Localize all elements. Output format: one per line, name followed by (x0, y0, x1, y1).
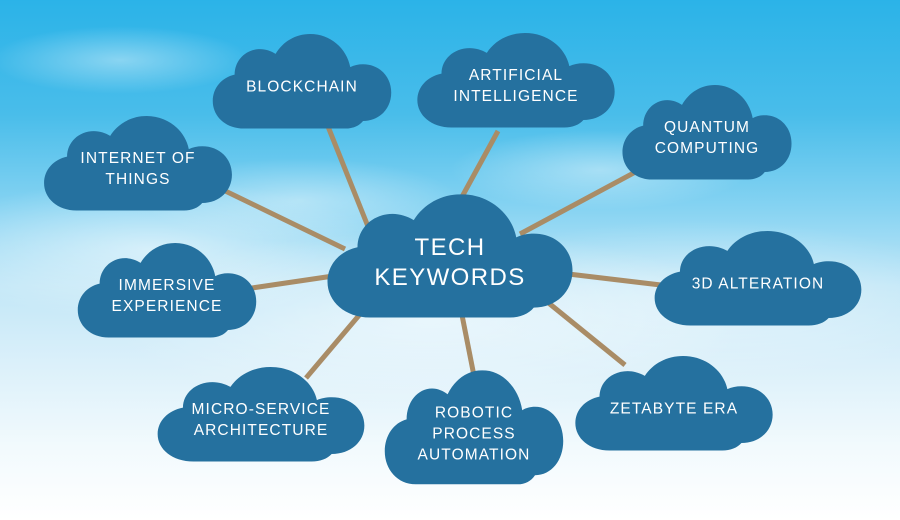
label-line: BLOCKCHAIN (246, 78, 358, 95)
cloud-layer: BLOCKCHAIN ARTIFICIAL INTELLIGENCE QUANTUM C… (44, 33, 862, 485)
cloud-node-internet-of-things[interactable]: INTERNET OF THINGS (44, 116, 232, 211)
label-line: INTERNET OF (80, 150, 195, 167)
label-line: KEYWORDS (374, 264, 525, 291)
cloud-node-tech-keywords[interactable]: TECH KEYWORDS (327, 194, 573, 318)
cloud-node-quantum-computing[interactable]: QUANTUM COMPUTING (622, 85, 792, 180)
label-line: 3D ALTERATION (692, 275, 825, 292)
cloud-label-internet-of-things: INTERNET OF THINGS (80, 150, 195, 188)
label-line: PROCESS (432, 425, 516, 442)
label-line: ARCHITECTURE (194, 422, 329, 439)
label-line: MICRO-SERVICE (192, 401, 331, 418)
connector-internet-of-things (213, 183, 347, 252)
connector-zetabyte-era (538, 294, 627, 367)
connector-blockchain (324, 123, 374, 235)
label-line: EXPERIENCE (112, 298, 223, 315)
cloud-label-blockchain: BLOCKCHAIN (246, 78, 358, 95)
cloud-label-3d-alteration: 3D ALTERATION (692, 275, 825, 292)
cloud-label-quantum-computing: QUANTUM COMPUTING (655, 119, 760, 157)
cloud-node-3d-alteration[interactable]: 3D ALTERATION (654, 231, 862, 326)
label-line: COMPUTING (655, 140, 760, 157)
label-line: QUANTUM (664, 119, 750, 136)
label-line: ROBOTIC (435, 404, 513, 421)
cloud-label-tech-keywords: TECH KEYWORDS (374, 234, 525, 291)
cloud-label-immersive-experience: IMMERSIVE EXPERIENCE (112, 277, 223, 315)
connector-quantum-computing (518, 159, 656, 237)
label-line: AUTOMATION (418, 446, 531, 463)
cloud-label-artificial-intelligence: ARTIFICIAL INTELLIGENCE (453, 67, 578, 105)
cloud-label-robotic-process-automation: ROBOTIC PROCESS AUTOMATION (418, 404, 531, 463)
label-line: THINGS (105, 171, 170, 188)
cloud-label-zetabyte-era: ZETABYTE ERA (610, 400, 738, 417)
cloud-node-blockchain[interactable]: BLOCKCHAIN (212, 34, 392, 129)
cloud-node-immersive-experience[interactable]: IMMERSIVE EXPERIENCE (77, 243, 257, 338)
cloud-node-artificial-intelligence[interactable]: ARTIFICIAL INTELLIGENCE (417, 33, 615, 128)
cloud-node-micro-service-architecture[interactable]: MICRO-SERVICE ARCHITECTURE (157, 367, 365, 462)
label-line: INTELLIGENCE (453, 88, 578, 105)
connector-immersive-experience (251, 272, 341, 291)
cloud-node-robotic-process-automation[interactable]: ROBOTIC PROCESS AUTOMATION (384, 370, 564, 485)
label-line: IMMERSIVE (119, 277, 216, 294)
cloud-node-zetabyte-era[interactable]: ZETABYTE ERA (575, 356, 773, 451)
cloud-label-micro-service-architecture: MICRO-SERVICE ARCHITECTURE (192, 401, 331, 439)
label-line: TECH (415, 234, 486, 261)
label-line: ARTIFICIAL (469, 67, 563, 84)
label-line: ZETABYTE ERA (610, 400, 738, 417)
